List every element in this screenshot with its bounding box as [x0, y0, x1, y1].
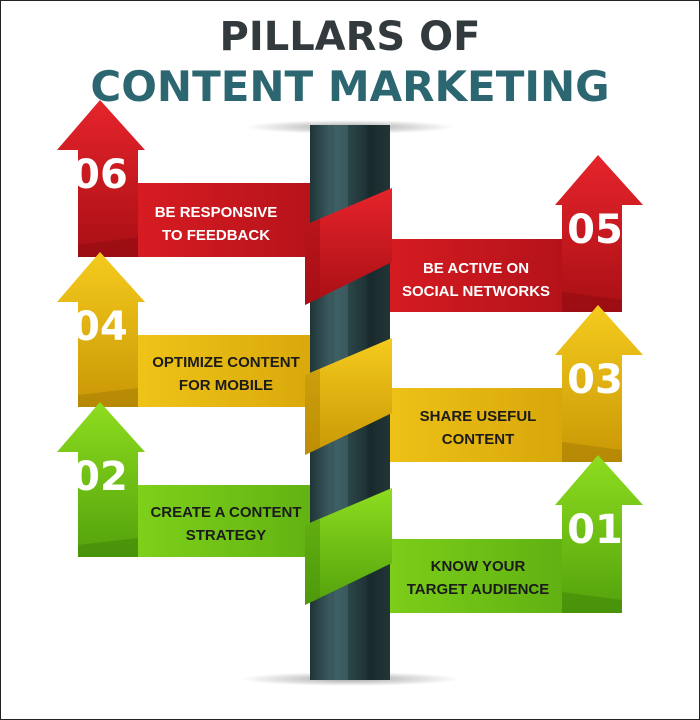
title-line-2: CONTENT MARKETING — [90, 62, 610, 111]
green-ribbon-wrap — [305, 488, 392, 605]
pillar-03-number: 03 — [567, 357, 623, 403]
title-line-1: PILLARS OF — [219, 14, 481, 60]
pillar-02-label-line-2: STRATEGY — [186, 527, 267, 544]
pillar-01-number: 01 — [567, 507, 623, 553]
pillar-05-number: 05 — [567, 207, 623, 253]
yellow-ribbon-wrap — [305, 338, 392, 455]
pillar-02-number: 02 — [72, 454, 128, 500]
pillar-01-label-line-1: KNOW YOUR — [431, 558, 526, 575]
pillar-06-arrow — [57, 100, 330, 257]
pillar-02-label-line-1: CREATE A CONTENT — [150, 504, 301, 521]
pillar-03-label-line-1: SHARE USEFUL — [420, 408, 537, 425]
pillar-04-number: 04 — [72, 304, 128, 350]
pillar-02-arrow — [57, 402, 330, 557]
pillar-03-label-line-2: CONTENT — [442, 431, 515, 448]
pillar-05-label-line-1: BE ACTIVE ON — [423, 260, 529, 277]
pillar-05-label-line-2: SOCIAL NETWORKS — [402, 283, 550, 300]
pillar-01-label-line-2: TARGET AUDIENCE — [407, 581, 550, 598]
pillar-06-label-line-2: TO FEEDBACK — [162, 227, 270, 244]
pillar-03-arrow — [370, 305, 643, 462]
pillar-04-label-line-2: FOR MOBILE — [179, 377, 273, 394]
pillar-04-label-line-1: OPTIMIZE CONTENT — [152, 354, 300, 371]
red-ribbon-wrap — [305, 188, 392, 305]
pillar-06-label-line-1: BE RESPONSIVE — [155, 204, 278, 221]
pillar-05-arrow — [370, 155, 643, 312]
pillar-06-number: 06 — [72, 152, 128, 198]
pillar-04-arrow — [57, 252, 330, 407]
pillar-01-arrow — [370, 455, 643, 613]
